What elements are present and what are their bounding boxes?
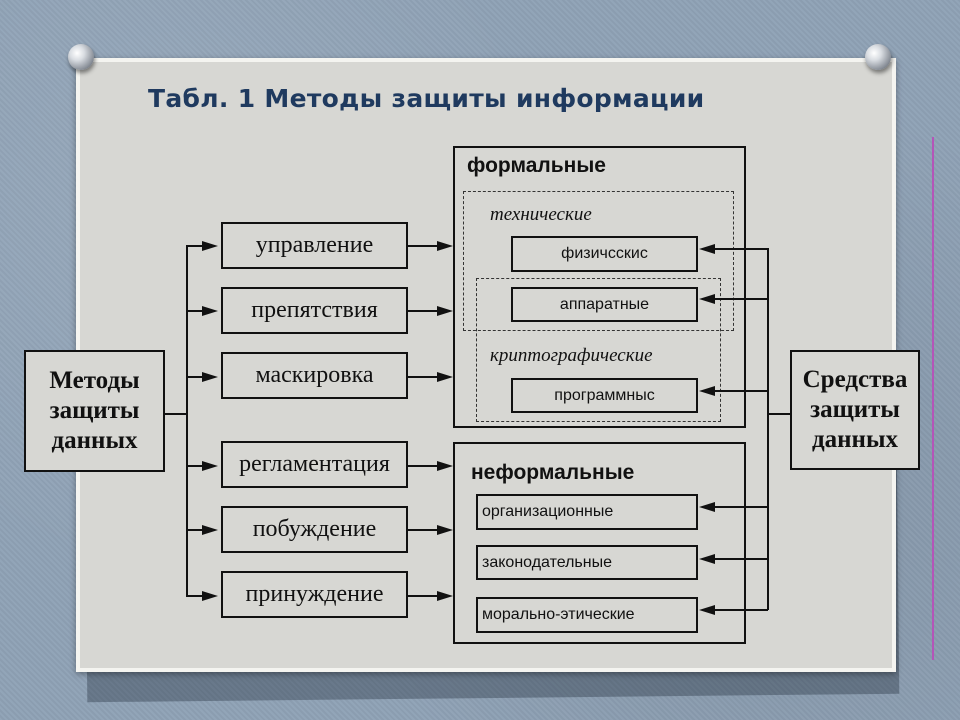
connector: [186, 376, 208, 378]
means-item: физичсскис: [511, 236, 698, 272]
connector: [714, 506, 768, 508]
connector: [408, 245, 440, 247]
pushpin-icon: [865, 44, 891, 70]
arrow-right-icon: [202, 525, 218, 535]
arrow-left-icon: [699, 554, 715, 564]
arrow-right-icon: [437, 241, 453, 251]
arrow-right-icon: [202, 591, 218, 601]
connector: [767, 248, 769, 610]
technical-region: [463, 191, 734, 331]
arrow-right-icon: [202, 306, 218, 316]
connector: [714, 558, 768, 560]
arrow-right-icon: [437, 372, 453, 382]
technical-label: технические: [490, 204, 592, 225]
connector: [768, 413, 790, 415]
method-box: побуждение: [221, 506, 408, 553]
connector: [186, 310, 208, 312]
arrow-right-icon: [202, 241, 218, 251]
method-box: регламентация: [221, 441, 408, 488]
means-box-line: данных: [812, 426, 898, 453]
arrow-left-icon: [699, 502, 715, 512]
crypto-label: криптографические: [490, 345, 653, 366]
connector: [714, 298, 768, 300]
formal-group: [453, 146, 746, 428]
means-box-line: Средства: [802, 366, 908, 393]
arrow-right-icon: [437, 306, 453, 316]
connector: [408, 595, 440, 597]
informal-label: неформальные: [471, 461, 635, 484]
informal-group: [453, 442, 746, 644]
methods-box-line: защиты: [49, 397, 140, 424]
connector: [186, 529, 208, 531]
connector: [408, 465, 440, 467]
formal-label: формальные: [467, 154, 606, 177]
arrow-right-icon: [437, 591, 453, 601]
arrow-right-icon: [437, 525, 453, 535]
arrow-left-icon: [699, 294, 715, 304]
connector: [186, 245, 188, 597]
crypto-region: [476, 278, 721, 422]
means-item: аппаратные: [511, 287, 698, 322]
connector: [165, 413, 187, 415]
pushpin-icon: [68, 44, 94, 70]
means-item: законодательные: [476, 545, 698, 580]
means-item: программныс: [511, 378, 698, 413]
arrow-left-icon: [699, 386, 715, 396]
methods-box-line: данных: [51, 427, 138, 454]
means-item: организационные: [476, 494, 698, 530]
connector: [186, 465, 208, 467]
arrow-right-icon: [202, 372, 218, 382]
method-box: принуждение: [221, 571, 408, 618]
arrow-right-icon: [202, 461, 218, 471]
connector: [408, 376, 440, 378]
methods-box: Методы защиты данных: [24, 350, 165, 472]
accent-line: [932, 137, 934, 660]
method-box: управление: [221, 222, 408, 269]
methods-box-line: Методы: [49, 367, 140, 394]
connector: [186, 595, 208, 597]
connector: [714, 390, 768, 392]
connector: [186, 245, 208, 247]
means-box: Средства защиты данных: [790, 350, 920, 470]
method-box: препятствия: [221, 287, 408, 334]
arrow-right-icon: [437, 461, 453, 471]
arrow-left-icon: [699, 244, 715, 254]
means-item: морально-этические: [476, 597, 698, 633]
connector: [714, 248, 768, 250]
slide-title: Табл. 1 Методы защиты информации: [148, 84, 705, 113]
connector: [408, 310, 440, 312]
arrow-left-icon: [699, 605, 715, 615]
method-box: маскировка: [221, 352, 408, 399]
means-box-line: защиты: [810, 396, 900, 423]
connector: [714, 609, 768, 611]
connector: [408, 529, 440, 531]
